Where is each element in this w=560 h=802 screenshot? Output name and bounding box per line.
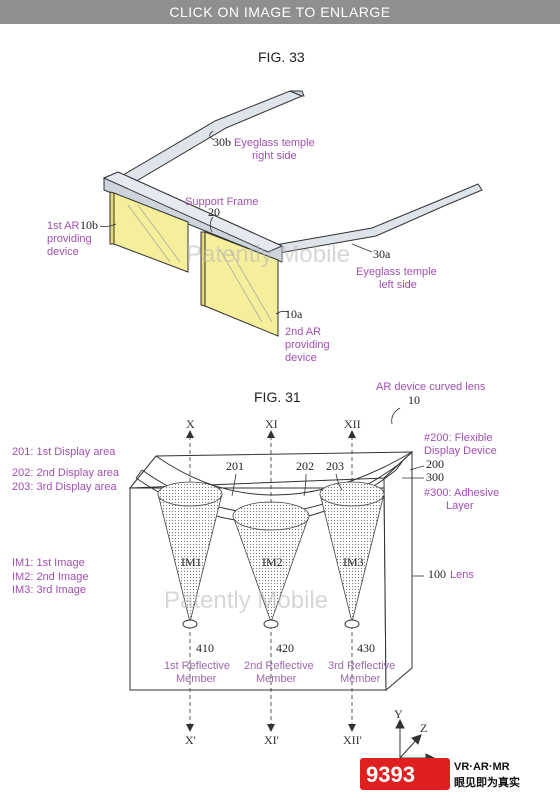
ref-10: 10 — [408, 393, 420, 407]
logo-number: 9393 — [366, 762, 415, 787]
axis-xii-prime-label: XII' — [343, 733, 362, 747]
ref-10a: 10a — [285, 307, 303, 321]
label-30b-line2: right side — [252, 150, 297, 162]
display-legend: 201: 1st Display area 202: 2nd Display a… — [12, 446, 120, 493]
reflective-members — [182, 619, 360, 629]
label-200-line2: Display Device — [424, 445, 497, 457]
label-10a-line1: 2nd AR — [285, 326, 321, 338]
member2-line1: 2nd Reflective — [244, 660, 314, 672]
member1-line2: Member — [176, 673, 217, 685]
logo-line1: VR·AR·MR — [454, 761, 510, 773]
axis-x-prime-label: X' — [185, 733, 196, 747]
ref-201: 201 — [226, 459, 244, 473]
ref-430: 430 — [357, 641, 375, 655]
support-frame — [102, 171, 284, 263]
legend-im2: IM2: 2nd Image — [12, 571, 88, 583]
label-300-line2: Layer — [446, 500, 474, 512]
image-cones — [157, 481, 385, 624]
second-ar-device — [200, 231, 279, 337]
coordinate-axes — [395, 718, 436, 763]
logo-line2: 眼见即为真实 — [454, 775, 520, 789]
top-banner[interactable]: CLICK ON IMAGE TO ENLARGE — [0, 0, 560, 24]
label-10b-line1: 1st AR — [47, 220, 79, 232]
label-100: Lens — [450, 569, 474, 581]
fig31-leaders — [231, 465, 425, 577]
fig31-title: FIG. 31 — [254, 389, 301, 405]
label-10a-line2: providing — [285, 339, 330, 351]
brand-logo[interactable]: 9393 VR·AR·MR 眼见即为真实 — [360, 758, 520, 790]
im3-label: IM3 — [343, 555, 364, 569]
image-legend: IM1: 1st Image IM2: 2nd Image IM3: 3rd I… — [12, 557, 88, 596]
ref-100: 100 — [428, 567, 446, 581]
coord-y-label: Y — [394, 707, 403, 721]
ref-202: 202 — [296, 459, 314, 473]
label-curved-lens: AR device curved lens — [376, 381, 486, 393]
axis-xi-prime-label: XI' — [264, 733, 279, 747]
label-300-line1: #300: Adhesive — [424, 487, 499, 499]
member3-line1: 3rd Reflective — [328, 660, 395, 672]
watermark-bottom: Patently Mobile — [164, 587, 328, 614]
ref-10b: 10b — [80, 218, 98, 232]
fig33-leaders — [99, 130, 373, 315]
label-30b-line1: Eyeglass temple — [234, 137, 315, 149]
axis-xii-label: XII — [344, 417, 361, 431]
label-200-line1: #200: Flexible — [424, 432, 493, 444]
coord-z-label: Z — [420, 721, 427, 735]
axis-arrows — [186, 430, 356, 732]
im2-label: IM2 — [262, 555, 283, 569]
axis-x-label: X — [186, 417, 195, 431]
first-ar-device — [109, 191, 189, 273]
im1-label: IM1 — [181, 555, 202, 569]
fig33-title: FIG. 33 — [258, 49, 305, 65]
legend-im1: IM1: 1st Image — [12, 557, 85, 569]
ref-20: 20 — [208, 205, 220, 219]
ref-203: 203 — [326, 459, 344, 473]
ref-410: 410 — [196, 641, 214, 655]
label-10a-line3: device — [285, 352, 317, 364]
legend-im3: IM3: 3rd Image — [12, 584, 86, 596]
legend-201: 201: 1st Display area — [12, 446, 116, 458]
member2-line2: Member — [256, 673, 297, 685]
label-30a-line1: Eyeglass temple — [356, 266, 437, 278]
ref-30b: 30b — [213, 135, 231, 149]
legend-202: 202: 2nd Display area — [12, 467, 120, 479]
label-30a-line2: left side — [379, 279, 417, 291]
label-10b-line2: providing — [47, 233, 92, 245]
label-10b-line3: device — [47, 246, 79, 258]
ref-420: 420 — [276, 641, 294, 655]
label-20: Support Frame — [185, 196, 258, 208]
ref-200: 200 — [426, 457, 444, 471]
member3-line2: Member — [340, 673, 381, 685]
ref-30a: 30a — [373, 247, 391, 261]
optical-axes — [189, 436, 353, 726]
legend-203: 203: 3rd Display area — [12, 481, 117, 493]
watermark-top: Patently Mobile — [186, 241, 350, 268]
ref-300: 300 — [426, 470, 444, 484]
axis-xi-label: XI — [265, 417, 278, 431]
member1-line1: 1st Reflective — [164, 660, 230, 672]
